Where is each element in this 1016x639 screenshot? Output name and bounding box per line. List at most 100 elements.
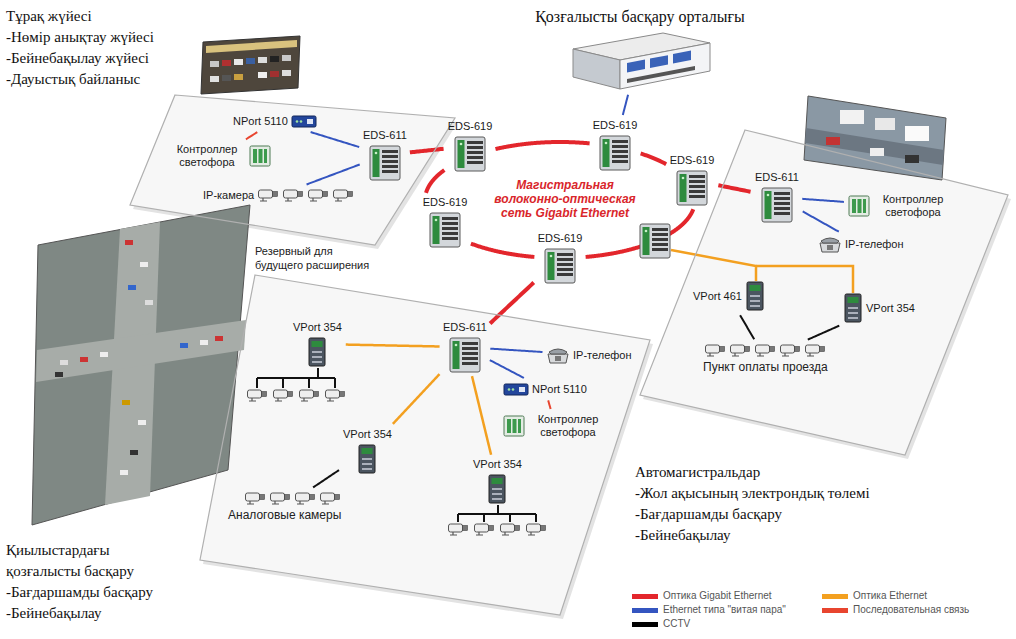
- sw-icon: [677, 171, 707, 205]
- nport-icon: [503, 381, 529, 397]
- parking-photo: [201, 36, 300, 94]
- backbone-label: Магистральная волоконно-оптическая сеть …: [490, 178, 640, 220]
- device-node: Пункт оплаты проезда: [700, 340, 831, 377]
- intersection-photo: [140, 262, 148, 267]
- device-label: Аналоговые камеры: [228, 508, 341, 522]
- network-link: [808, 326, 839, 340]
- connector-group: [246, 95, 844, 488]
- cctv-wire: [535, 514, 537, 522]
- analog-camera: [527, 524, 546, 535]
- device-node: EDS-619: [420, 193, 471, 251]
- fiber-ethernet-wire: [756, 266, 853, 293]
- zone-outline: [600, 88, 1010, 550]
- device-label: EDS-611: [363, 129, 407, 142]
- network-link: [246, 132, 257, 139]
- zone-heading: -Жол ақысының электрондық төлемі: [635, 483, 870, 504]
- legend-text: Последовательная связь: [853, 604, 969, 616]
- analog-camera: [300, 390, 319, 401]
- network-link: [740, 315, 754, 339]
- reserve-note-box: Резервный для будущего расширения: [255, 244, 375, 272]
- legend-item: Оптика Gigabit Ethernet: [632, 590, 772, 602]
- zone-panel: Тұрақ жүйесі-Нөмір анықтау жүйесі-Бейнеб…: [4, 4, 462, 252]
- intersection-photo: [130, 450, 138, 455]
- device-node: Аналоговые камеры: [225, 488, 344, 525]
- zone-panel: Қиылыстардағы қозғалысты басқару-Бағдарш…: [4, 272, 664, 634]
- cam-icon: [309, 190, 328, 201]
- device-node: EDS-611: [360, 126, 410, 184]
- device-icons: [503, 381, 529, 397]
- legend-text: CCTV: [663, 618, 690, 630]
- network-link: [346, 345, 440, 347]
- sw-icon: [600, 136, 630, 170]
- ctrl-icon: [849, 196, 869, 216]
- device-label: Контроллер светофора: [168, 143, 246, 169]
- sw-icon: [429, 212, 461, 248]
- ring-switch: [640, 224, 670, 258]
- intersection-photo: [128, 285, 136, 290]
- network-link: [641, 153, 667, 164]
- zone-outline: [130, 95, 455, 245]
- sw-icon: [449, 337, 481, 373]
- ctrl-icon: [250, 146, 270, 166]
- device-node: EDS-619: [445, 117, 496, 175]
- intersection-photo: [55, 372, 63, 377]
- device-icons: [249, 145, 271, 167]
- intersection-photo: [180, 343, 188, 348]
- label-block: Контроллер светофора: [168, 143, 246, 169]
- device-icons: [257, 188, 354, 202]
- zone-heading: Қиылыстардағы қозғалысты басқару: [6, 540, 151, 582]
- device-label: NPort 5110: [532, 383, 587, 396]
- network-link: [471, 244, 534, 257]
- network-link: [472, 376, 491, 455]
- cam-icon: [296, 493, 315, 504]
- device-icons: [761, 187, 793, 223]
- device-icons: [454, 136, 486, 172]
- bld-icon: [573, 33, 710, 89]
- legend-swatch: [632, 594, 658, 599]
- cctv-wire: [509, 514, 511, 522]
- device-label: IP-камера: [203, 189, 254, 202]
- sw-icon: [450, 338, 480, 372]
- vport-icon: [845, 294, 861, 322]
- nport-icon: [504, 384, 528, 395]
- analog-camera: [326, 390, 345, 401]
- analog-camera: [449, 524, 468, 535]
- device-label: Контроллер светофора: [528, 413, 608, 439]
- network-link: [490, 283, 534, 324]
- label-block: Қозғалысты басқару орталығы: [535, 7, 745, 26]
- network-link: [490, 349, 542, 352]
- center-title: Қозғалысты басқару орталығы: [535, 7, 745, 26]
- device-icons: [357, 444, 377, 474]
- sw-icon: [370, 146, 400, 180]
- device-label: IP-телефон: [845, 238, 904, 251]
- zone-heading: -Бағдаршамды басқару: [635, 504, 870, 525]
- label-block: IP-телефон: [845, 238, 904, 251]
- device-icons: [307, 337, 327, 367]
- legend-swatch: [822, 594, 848, 599]
- highway-photo: [804, 96, 946, 180]
- device-node: EDS-619: [590, 116, 641, 174]
- device-label: Пункт оплаты проезда: [703, 360, 828, 374]
- legend-item: Последовательная связь: [822, 604, 969, 616]
- zone-heading: -Дауыстық байланыс: [6, 69, 154, 90]
- device-node: EDS-611: [752, 168, 802, 226]
- vport-icon: [309, 338, 325, 366]
- analog-camera: [501, 524, 520, 535]
- device-label: VPort 354: [473, 458, 522, 471]
- highway-photo: [870, 148, 884, 156]
- device-node: EDS-619: [535, 229, 586, 287]
- parking-photo: [201, 36, 300, 94]
- device-icons: [544, 248, 576, 284]
- network-link: [313, 470, 339, 487]
- device-label: Контроллер светофора: [873, 193, 953, 219]
- zone-fill: [130, 95, 1011, 619]
- cctv-wire: [334, 378, 336, 388]
- highway-photo: [905, 155, 919, 163]
- device-node: VPort 354: [470, 455, 525, 507]
- zone-outline: [200, 275, 650, 615]
- zone-heading-block: Тұрақ жүйесі-Нөмір анықтау жүйесі-Бейнеб…: [6, 6, 154, 90]
- highway-photo: [875, 118, 895, 130]
- device-label: EDS-619: [423, 196, 468, 209]
